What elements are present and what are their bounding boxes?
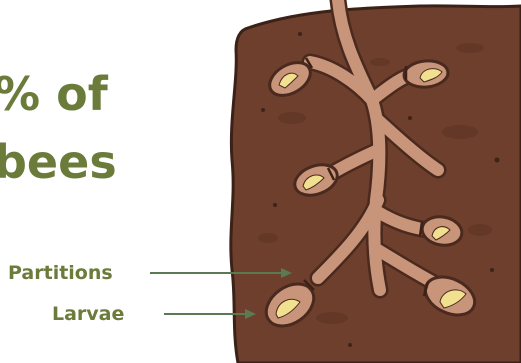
nest-diagram-stage: % of bees Partitions Larvae xyxy=(0,0,521,363)
ground-nest-illustration xyxy=(0,0,521,363)
